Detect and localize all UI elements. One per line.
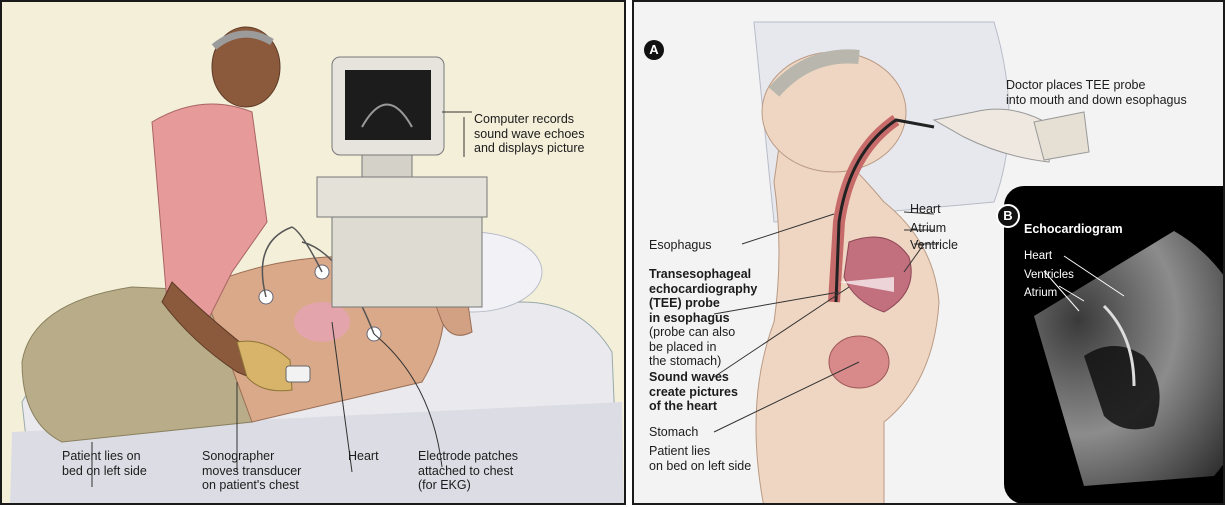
label-electrodes: Electrode patches attached to chest (for…	[418, 449, 518, 493]
label-heart-tee: Heart	[910, 202, 941, 217]
echo-label-atrium: Atrium	[1024, 287, 1057, 299]
label-probe-note: (probe can also be placed in the stomach…	[649, 325, 735, 369]
label-patient-left: Patient lies on bed on left side	[62, 449, 147, 478]
label-stomach: Stomach	[649, 425, 698, 440]
label-sound-waves: Sound waves create pictures of the heart	[649, 370, 738, 414]
doctor-sleeve	[1034, 112, 1089, 160]
transthoracic-echo-panel: Computer records sound wave echoes and d…	[0, 0, 626, 505]
badge-a: A	[644, 40, 664, 60]
label-computer: Computer records sound wave echoes and d…	[474, 112, 585, 156]
echo-title: Echocardiogram	[1024, 222, 1123, 236]
label-doctor: Doctor places TEE probe into mouth and d…	[1006, 78, 1187, 107]
badge-b: B	[996, 204, 1020, 228]
echocardiogram-image: Echocardiogram Heart Ventricles Atrium	[1004, 186, 1225, 504]
label-tee-probe: Transesophageal echocardiography (TEE) p…	[649, 267, 757, 325]
transducer	[286, 366, 310, 382]
monitor-stand	[362, 155, 412, 177]
transesophageal-echo-panel: A Doctor places TEE probe into mouth and…	[632, 0, 1225, 505]
label-ventricle-tee: Ventricle	[910, 238, 958, 253]
label-atrium-tee: Atrium	[910, 221, 946, 236]
cart-body	[332, 217, 482, 307]
label-sonographer: Sonographer moves transducer on patient'…	[202, 449, 301, 493]
label-patient-right: Patient lies on bed on left side	[649, 444, 751, 473]
tee-head	[762, 52, 906, 172]
control-panel	[317, 177, 487, 217]
echo-label-heart: Heart	[1024, 250, 1052, 262]
transthoracic-illustration	[2, 2, 626, 505]
label-heart-left: Heart	[348, 449, 379, 464]
leader-computer	[442, 112, 472, 157]
heart-glow	[294, 302, 350, 342]
label-esophagus: Esophagus	[649, 238, 712, 253]
echo-label-ventricles: Ventricles	[1024, 269, 1074, 281]
